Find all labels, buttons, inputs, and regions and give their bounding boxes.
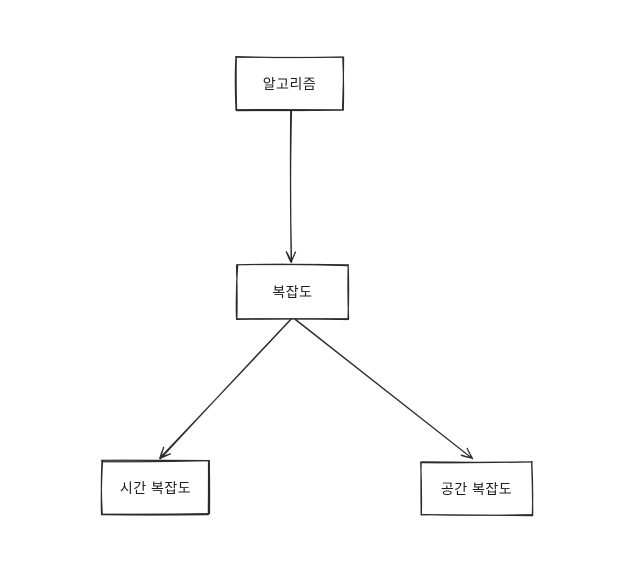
node-box-time-complexity (100, 459, 211, 516)
node-algorithm: 알고리즘 (262, 75, 317, 92)
node-box-complexity (235, 263, 350, 321)
edge-algorithm-to-complexity (289, 110, 293, 263)
arrowhead-time-complexity (159, 446, 171, 459)
node-complexity: 복잡도 (272, 284, 313, 300)
arrowhead-space-complexity (460, 447, 473, 459)
node-box-space-complexity (420, 461, 534, 517)
edge-complexity-to-space-complexity (294, 318, 474, 460)
node-time-complexity: 시간 복잡도 (119, 479, 192, 496)
edge-complexity-to-time-complexity (159, 317, 293, 460)
arrowhead-complexity (285, 251, 297, 263)
node-space-complexity: 공간 복잡도 (440, 480, 513, 497)
